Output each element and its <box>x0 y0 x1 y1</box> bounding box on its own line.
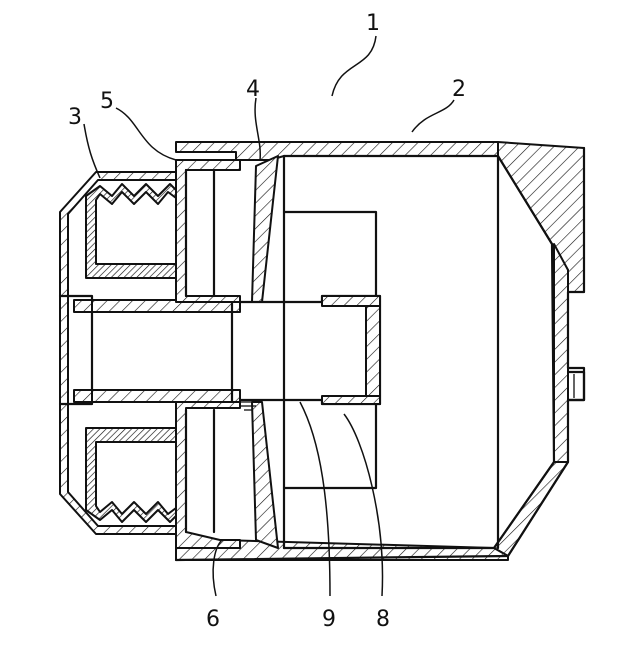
label-3: 3 <box>68 105 82 130</box>
seal-upper <box>86 160 240 302</box>
inner-tube <box>240 296 380 404</box>
label-2: 2 <box>452 77 466 102</box>
label-1: 1 <box>366 11 380 36</box>
label-9: 9 <box>322 607 336 632</box>
partition-plate <box>252 156 278 548</box>
label-5: 5 <box>100 89 114 114</box>
label-6: 6 <box>206 607 220 632</box>
label-4: 4 <box>246 77 260 102</box>
label-8: 8 <box>376 607 390 632</box>
